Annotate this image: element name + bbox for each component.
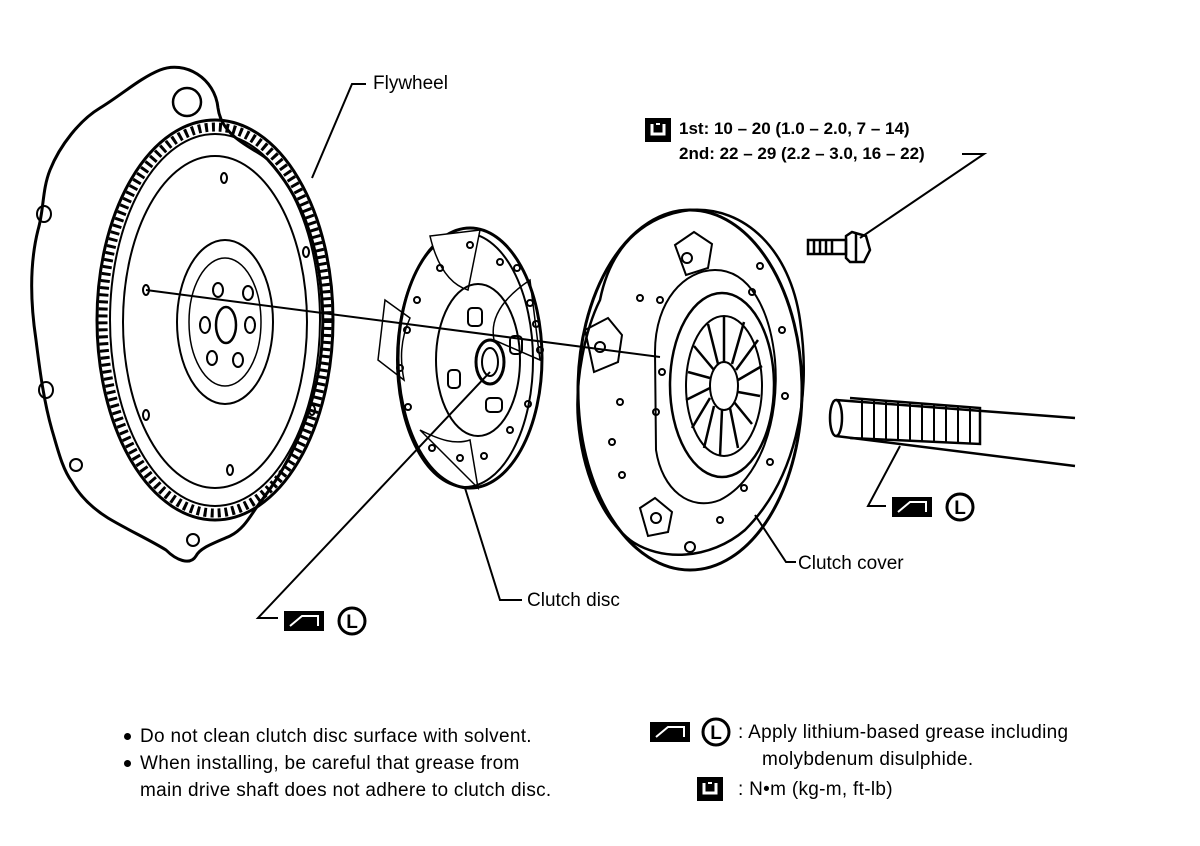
alignment-line [145, 289, 661, 358]
svg-text:L: L [710, 723, 722, 744]
torque-spec-second: 2nd: 22 – 29 (2.2 – 3.0, 16 – 22) [679, 144, 925, 163]
note-2: When installing, be careful that grease … [140, 753, 520, 774]
clutch-disc-leader [464, 487, 522, 601]
torque-spec-first: 1st: 10 – 20 (1.0 – 2.0, 7 – 14) [679, 119, 910, 138]
clutch-disc [377, 226, 544, 491]
torque-leader [859, 153, 988, 239]
flywheel-label: Flywheel [373, 73, 448, 94]
legend-grease-line2: molybdenum disulphide. [762, 749, 974, 770]
note-bullet [124, 733, 131, 740]
clutch-disc-label: Clutch disc [527, 590, 620, 611]
grease-icon [892, 497, 932, 517]
disc-hub-leader [255, 371, 491, 619]
flywheel-leader [311, 83, 366, 179]
legend-grease-line1: : Apply lithium-based grease including [738, 722, 1069, 743]
svg-text:L: L [954, 498, 966, 519]
torque-wrench-icon [645, 118, 671, 142]
svg-text:L: L [346, 612, 358, 633]
lithium-L-icon: L [337, 606, 367, 636]
grease-icon [650, 722, 690, 742]
lithium-L-icon: L [701, 717, 731, 747]
torque-wrench-icon [697, 777, 723, 801]
note-3: main drive shaft does not adhere to clut… [140, 780, 552, 801]
clutch-cover-label: Clutch cover [798, 553, 904, 574]
clutch-cover-leader [754, 514, 796, 563]
flywheel [30, 65, 335, 563]
shaft-leader [866, 445, 901, 507]
grease-icon [284, 611, 324, 631]
cover-bolt [806, 230, 872, 264]
main-drive-shaft [828, 396, 1076, 468]
lithium-L-icon: L [945, 492, 975, 522]
note-bullet [124, 760, 131, 767]
legend-torque-units: : N•m (kg-m, ft-lb) [738, 779, 893, 800]
clutch-cover [576, 208, 805, 572]
note-1: Do not clean clutch disc surface with so… [140, 726, 532, 747]
